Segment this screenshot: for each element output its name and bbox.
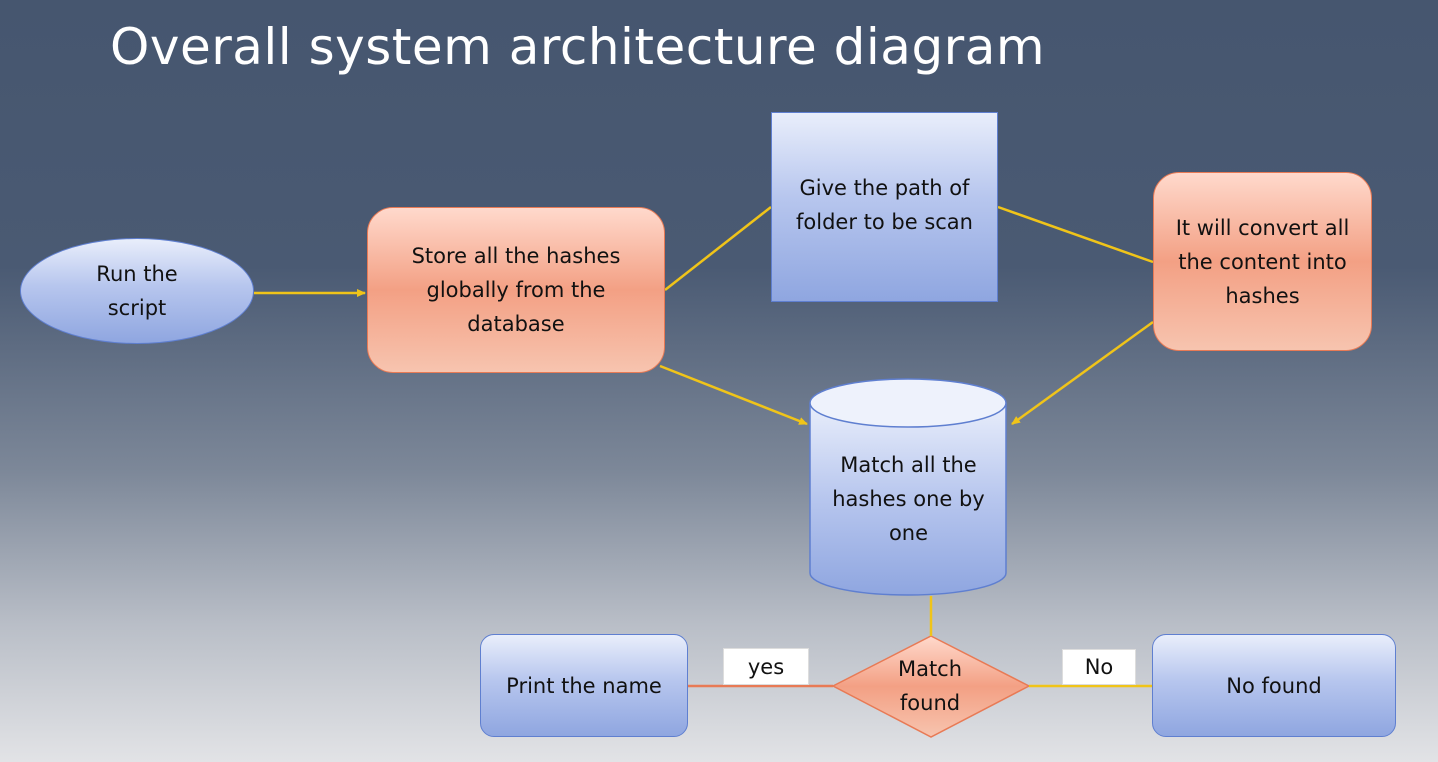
run-script-line-2: script: [107, 296, 167, 320]
store-hashes-line-2: globally from the: [426, 278, 606, 302]
run-script-line-1: Run the: [96, 262, 178, 286]
decision-line-1: Match: [897, 657, 963, 681]
convert-line-2: the content into: [1178, 249, 1347, 274]
convert-line-3: hashes: [1225, 283, 1300, 308]
store-hashes-node: Store all the hashes globally from the d…: [367, 207, 665, 373]
convert-line-1: It will convert all: [1175, 215, 1350, 240]
match-all-line-2: hashes one by: [832, 487, 985, 511]
decision-line-2: found: [899, 691, 961, 715]
store-hashes-line-3: database: [467, 312, 565, 336]
give-path-node: Give the path of folder to be scan: [771, 112, 998, 302]
decision-label: Match found: [850, 652, 1010, 720]
line-store-to-path: [664, 206, 772, 291]
run-script-node: Run the script: [20, 238, 254, 344]
yes-edge-label: yes: [723, 648, 809, 685]
line-path-to-convert: [997, 205, 1154, 264]
give-path-line-1: Give the path of: [799, 176, 970, 200]
arrow-convert-to-match: [1011, 320, 1154, 426]
decision-diamond: [831, 635, 1031, 738]
print-name-label: Print the name: [506, 673, 662, 698]
match-all-label: Match all the hashes one by one: [810, 448, 1007, 550]
give-path-line-2: folder to be scan: [796, 210, 973, 234]
match-all-cylinder: [809, 378, 1007, 596]
no-found-node: No found: [1152, 634, 1396, 737]
page-title: Overall system architecture diagram: [110, 18, 1046, 76]
no-found-label: No found: [1226, 673, 1322, 698]
convert-node: It will convert all the content into has…: [1153, 172, 1372, 351]
no-edge-label: No: [1062, 649, 1136, 685]
print-name-node: Print the name: [480, 634, 688, 737]
match-all-line-3: one: [888, 521, 929, 545]
arrow-store-to-match: [659, 364, 808, 426]
match-all-line-1: Match all the: [840, 453, 977, 477]
store-hashes-line-1: Store all the hashes: [411, 244, 621, 268]
